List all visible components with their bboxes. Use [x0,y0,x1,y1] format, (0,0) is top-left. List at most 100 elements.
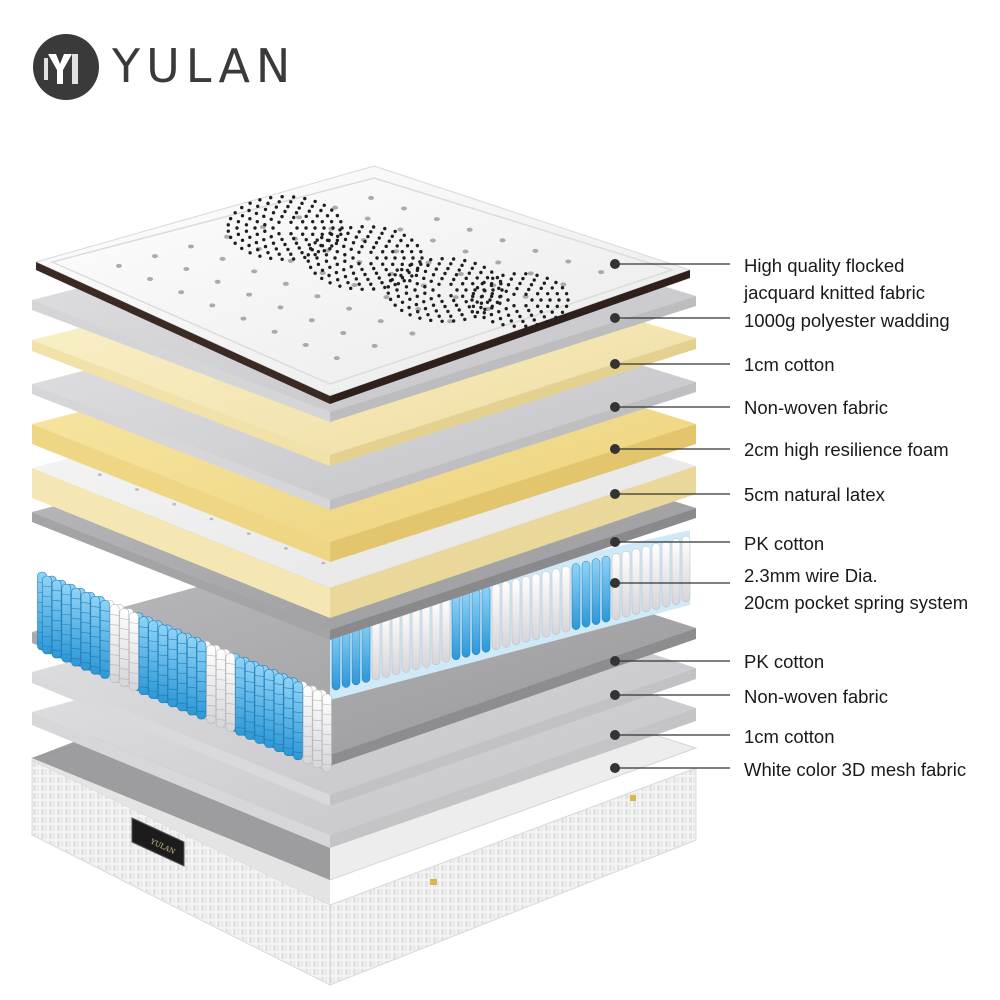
jacquard-dot [244,223,249,227]
jacquard-dot [315,214,319,218]
latex-hole [209,517,214,521]
jacquard-dot [395,268,399,272]
spring-wire [119,628,129,630]
spring-wire [110,634,120,636]
jacquard-dot [416,310,420,314]
tuft [527,271,534,276]
tuft [209,303,216,308]
jacquard-dot [342,244,346,249]
jacquard-dot [491,288,495,292]
spring-wire [293,691,303,694]
jacquard-dot [304,226,308,230]
spring-wire [100,630,110,632]
jacquard-dot [512,292,516,296]
tuft [393,249,400,254]
jacquard-dot [515,286,519,291]
spring-wire [110,624,120,626]
jacquard-dot [320,232,324,237]
spring-wire [216,668,226,671]
label-polyester-wadding: 1000g polyester wadding [744,310,950,331]
jacquard-dot [297,246,301,250]
jacquard-dot [479,270,483,275]
jacquard-dot [255,219,259,224]
jacquard-dot [327,273,331,278]
jacquard-dot [482,265,486,269]
spring-wire [187,656,197,659]
label-pk-cotton-top: PK cotton [744,533,825,554]
spring-wire [225,693,235,695]
spring-coil [461,591,471,658]
jacquard-dot [366,234,370,239]
jacquard-dot [343,237,348,242]
spring-wire [206,684,216,687]
jacquard-dot [319,208,323,213]
jacquard-dot [470,266,474,270]
jacquard-dot [483,307,487,312]
tuft [223,234,230,239]
spring-wire [264,729,274,731]
jacquard-dot [532,318,536,322]
spring-wire [322,743,332,746]
jacquard-dot [369,250,373,254]
spring-wire [81,641,91,644]
spring-wire [167,688,178,691]
jacquard-dot [518,281,522,286]
spring-wire [283,697,293,700]
jacquard-dot [545,276,549,280]
spring-coil [42,575,52,655]
jacquard-dot [372,245,376,250]
spring-wire [293,711,303,714]
jacquard-dot [431,288,435,292]
spring-coil [177,632,187,712]
spring-wire [245,711,255,713]
jacquard-dot [501,322,505,327]
jacquard-dot [320,276,324,281]
jacquard-dot [501,273,505,278]
jacquard-dot [380,280,384,285]
spring-wire [235,707,245,709]
tuft [433,217,440,222]
jacquard-dot [405,244,410,248]
jacquard-dot [555,304,559,309]
jacquard-dot [535,273,539,278]
jacquard-dot [473,261,477,266]
jacquard-dot [306,253,310,257]
jacquard-dot [247,243,251,248]
spring-wire [139,676,149,678]
label-pk-cotton-bottom: PK cotton [744,651,825,672]
spring-wire [274,703,284,705]
spring-coil [681,535,691,603]
jacquard-dot [263,223,267,227]
tuft [499,238,506,243]
jacquard-dot [349,247,353,251]
jacquard-dot [369,282,373,286]
jacquard-dot [485,300,490,304]
jacquard-dot [266,201,270,206]
jacquard-dot [363,272,367,277]
spring-coil [411,603,421,671]
jacquard-dot [233,211,237,215]
jacquard-dot [328,231,332,235]
spring-wire [90,626,100,628]
tuft [296,215,303,220]
spring-wire [312,719,322,722]
spring-wire [167,668,178,671]
jacquard-dot [277,220,281,224]
tuft [346,306,353,311]
jacquard-dot [449,314,453,318]
spring-wire [225,723,235,725]
jacquard-dot [464,299,468,304]
jacquard-dot [374,241,379,245]
jacquard-dot [542,281,547,285]
spring-wire [283,747,293,750]
jacquard-dot [308,265,313,270]
spring-wire [81,621,91,624]
jacquard-dot [557,298,561,302]
jacquard-dot [524,324,528,328]
spring-coil [100,600,110,679]
jacquard-dot [329,219,334,224]
spring-coil [601,555,611,623]
spring-coil [129,612,139,691]
jacquard-dot [313,252,317,257]
spring-wire [206,694,216,697]
